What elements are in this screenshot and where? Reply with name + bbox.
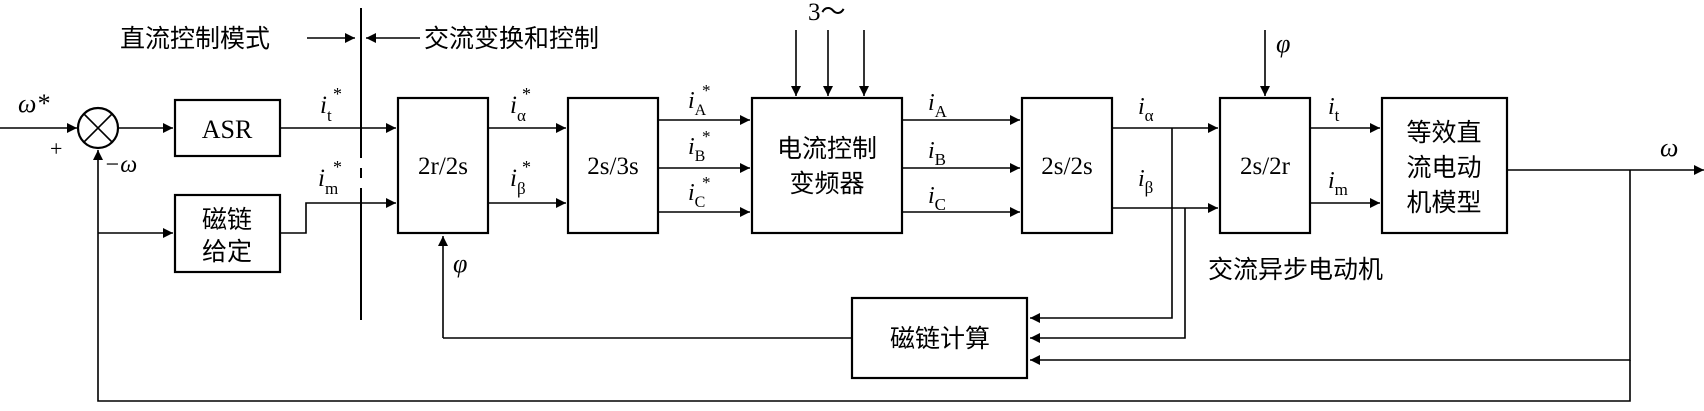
- transform-2s3s-label: 2s/3s: [587, 153, 638, 180]
- asr-block: [173, 98, 282, 158]
- svg-text:iα: iα: [1138, 94, 1154, 125]
- transform-2r2s-label: 2r/2s: [418, 153, 468, 180]
- signal-iC: iC: [928, 183, 946, 214]
- signal-ialpha-star: iα *: [510, 84, 531, 125]
- ialpha-to-flux-calc: [1030, 128, 1173, 323]
- signal-im: im: [1328, 168, 1348, 199]
- svg-text:im: im: [1328, 168, 1348, 199]
- flux-set-line2: 给定: [202, 237, 252, 266]
- svg-text:it: it: [320, 92, 332, 125]
- inverter-block: [750, 96, 904, 235]
- flux-set-block: [173, 193, 282, 274]
- omega-star-label: ω*: [18, 89, 49, 118]
- minus-omega-label: −ω: [104, 152, 137, 178]
- flux-calc-block: [850, 296, 1029, 380]
- inverter-line2: 变频器: [789, 169, 864, 198]
- transform-2s2s-block: [1020, 96, 1114, 235]
- three-phase-label: 3～: [808, 0, 846, 26]
- plus-sign: +: [50, 136, 62, 161]
- phi-bottom-label: φ: [453, 249, 467, 278]
- svg-text:it: it: [1328, 94, 1340, 125]
- signal-ialpha: iα: [1138, 94, 1154, 125]
- omega-out-label: ω: [1660, 133, 1678, 162]
- svg-text:iβ: iβ: [1138, 166, 1153, 197]
- ac-transform-label: 交流变换和控制: [424, 24, 599, 53]
- transform-2s2r-label: 2s/2r: [1240, 153, 1291, 180]
- svg-text:*: *: [702, 127, 711, 146]
- svg-text:*: *: [702, 173, 711, 192]
- signal-iC-star: iC *: [688, 173, 711, 211]
- svg-text:*: *: [333, 157, 342, 177]
- signal-iA: iA: [928, 90, 948, 121]
- transform-2s2r-block: [1218, 96, 1312, 235]
- dc-mode-label: 直流控制模式: [120, 24, 270, 53]
- svg-text:iC: iC: [928, 183, 946, 214]
- signal-iB: iB: [928, 138, 946, 169]
- svg-text:iα: iα: [510, 92, 526, 125]
- svg-text:iA: iA: [928, 90, 948, 121]
- svg-text:iA: iA: [688, 88, 707, 119]
- svg-text:iB: iB: [928, 138, 946, 169]
- speed-feedback-loop: [93, 150, 1631, 402]
- flux-set-line1: 磁链: [202, 205, 252, 234]
- svg-text:iβ: iβ: [510, 165, 526, 198]
- summing-cross-b: [83, 113, 113, 143]
- ac-motor-label: 交流异步电动机: [1208, 255, 1383, 284]
- svg-text:*: *: [522, 84, 531, 104]
- signal-it-star: it *: [320, 84, 342, 125]
- signal-iB-star: iB *: [688, 127, 711, 165]
- svg-text:*: *: [333, 84, 342, 104]
- ibeta-to-flux-calc: [1030, 208, 1186, 343]
- signal-im-star: im *: [318, 157, 342, 198]
- svg-text:im: im: [318, 165, 338, 198]
- signal-ibeta: iβ: [1138, 166, 1153, 197]
- transform-2r2s-block: [396, 96, 490, 235]
- svg-text:*: *: [522, 157, 531, 177]
- asr-label: ASR: [202, 115, 253, 144]
- flux-set-to-2r2s: [280, 198, 396, 234]
- flux-calc-label: 磁链计算: [890, 324, 990, 353]
- dc-model-line3: 机模型: [1406, 188, 1481, 217]
- svg-text:*: *: [702, 81, 711, 100]
- inverter-line1: 电流控制: [777, 134, 877, 163]
- signal-ibeta-star: iβ *: [510, 157, 531, 198]
- svg-text:iB: iB: [688, 134, 705, 165]
- dc-model-line1: 等效直: [1406, 118, 1481, 147]
- signal-it: it: [1328, 94, 1340, 125]
- transform-2s3s-block: [566, 96, 660, 235]
- transform-2s2s-label: 2s/2s: [1041, 153, 1092, 180]
- signal-iA-star: iA *: [688, 81, 711, 119]
- svg-text:iC: iC: [688, 180, 705, 211]
- dc-model-block: [1380, 96, 1509, 235]
- phi-top-label: φ: [1276, 29, 1290, 58]
- dc-model-line2: 流电动: [1406, 153, 1481, 182]
